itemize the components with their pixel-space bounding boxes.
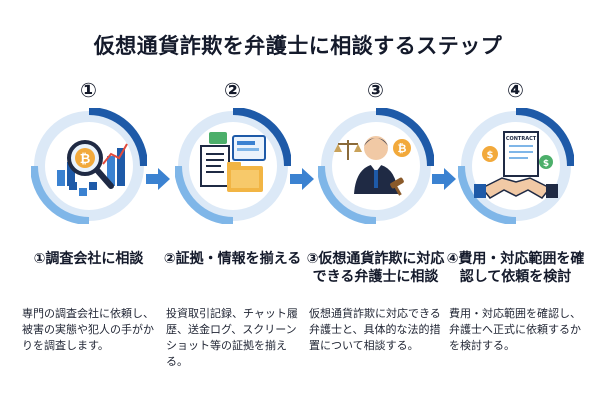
bitcoin-magnifier-icon: ₿ xyxy=(30,108,147,224)
step-1: ① ₿ ①調査会社に相談 専門の調査会社に依頼し、 xyxy=(16,78,161,354)
arrow-right-icon xyxy=(146,168,170,190)
step-description: 仮想通貨詐欺に対応できる弁護士と、具体的な法的措置について相談する。 xyxy=(309,307,441,352)
step-heading: ②証拠・情報を揃える xyxy=(163,251,302,267)
step-1-illustration: ₿ xyxy=(30,108,147,224)
step-description: 投資取引記録、チャット履歴、送金ログ、スクリーンショット等の証拠を揃える。 xyxy=(166,307,298,368)
contract-label: CONTRACT xyxy=(505,136,536,142)
step-heading: ④費用・対応範囲を確認して依頼を検討 xyxy=(446,251,585,285)
lawyer-icon: ₿ xyxy=(317,108,434,224)
documents-folder-icon xyxy=(174,108,291,224)
step-number: ② xyxy=(224,78,241,102)
step-heading: ①調査会社に相談 xyxy=(33,251,144,267)
step-3-illustration: ₿ xyxy=(317,108,434,224)
contract-handshake-icon: CONTRACT $ $ xyxy=(457,108,574,224)
svg-text:$: $ xyxy=(542,159,548,169)
step-heading: ③仮想通貨詐欺に対応できる弁護士に相談 xyxy=(306,251,445,285)
svg-text:$: $ xyxy=(486,150,493,161)
step-number: ③ xyxy=(367,78,384,102)
step-description: 費用・対応範囲を確認し、弁護士へ正式に依頼するかを検討する。 xyxy=(449,307,581,352)
svg-text:₿: ₿ xyxy=(397,142,406,155)
step-number: ① xyxy=(80,78,97,102)
step-4: ④ CONTRACT $ $ ④費用・対応範囲を確認して依頼を xyxy=(443,78,588,354)
step-3: ③ ₿ ③仮想通貨詐欺に対応できる弁護士 xyxy=(303,78,448,354)
step-4-illustration: CONTRACT $ $ xyxy=(457,108,574,224)
step-2: ② ②証拠・情報を揃える 投資取引記録、チャット xyxy=(160,78,305,370)
step-2-illustration xyxy=(174,108,291,224)
page-title: 仮想通貨詐欺を弁護士に相談するステップ xyxy=(93,34,503,58)
arrow-right-icon xyxy=(432,168,456,190)
arrow-right-icon xyxy=(290,168,314,190)
step-description: 専門の調査会社に依頼し、被害の実態や犯人の手がかりを調査します。 xyxy=(22,307,154,352)
step-number: ④ xyxy=(507,78,524,102)
svg-text:₿: ₿ xyxy=(79,152,90,167)
